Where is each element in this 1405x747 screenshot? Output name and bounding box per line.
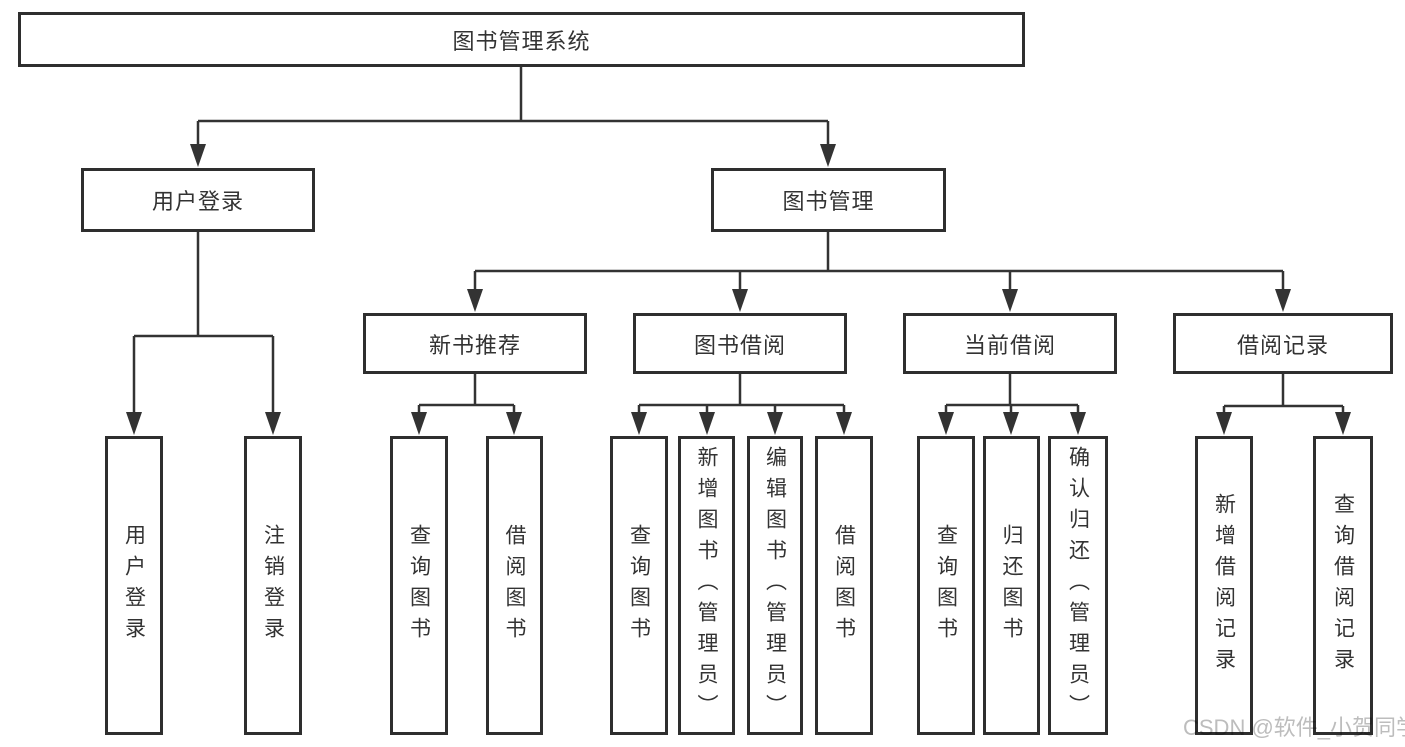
leaf-add-borrow-record-label: 新增借阅记录 [1212, 492, 1236, 679]
leaf-logout-login: 注销登录 [244, 436, 302, 735]
leaf-borrow-books: 借阅图书 [815, 436, 873, 735]
node-root-system-label: 图书管理系统 [452, 28, 591, 54]
connector-recommend-group [417, 374, 516, 414]
leaf-current-query-books-label: 查询图书 [934, 523, 958, 648]
node-user-login-label: 用户登录 [151, 189, 244, 214]
node-book-management-label: 图书管理 [782, 189, 875, 214]
csdn-watermark: CSDN @软件_小贺同学 [1183, 715, 1405, 740]
leaf-borrow-query-books: 查询图书 [610, 436, 668, 735]
node-borrow-records-label: 借阅记录 [1236, 332, 1329, 358]
leaf-query-borrow-record: 查询借阅记录 [1313, 436, 1373, 735]
node-current-borrow: 当前借阅 [903, 313, 1117, 374]
leaf-logout-login-label: 注销登录 [261, 523, 285, 648]
leaf-confirm-return-admin-label: 确认归还（管理员） [1066, 446, 1090, 725]
leaf-borrow-books-label: 借阅图书 [832, 523, 856, 648]
leaf-edit-book-admin-label: 编辑图书（管理员） [763, 446, 787, 725]
leaf-return-book: 归还图书 [983, 436, 1040, 735]
leaf-add-book-admin-label: 新增图书（管理员） [695, 446, 718, 725]
leaf-return-book-label: 归还图书 [1000, 523, 1023, 648]
node-user-login: 用户登录 [81, 168, 315, 232]
node-book-management: 图书管理 [711, 168, 946, 232]
leaf-edit-book-admin: 编辑图书（管理员） [747, 436, 803, 735]
node-book-borrow: 图书借阅 [633, 313, 847, 374]
leaf-add-book-admin: 新增图书（管理员） [678, 436, 735, 735]
leaf-user-login: 用户登录 [105, 436, 163, 735]
connector-root-to-level1 [196, 67, 830, 146]
node-current-borrow-label: 当前借阅 [963, 332, 1056, 358]
leaf-current-query-books: 查询图书 [917, 436, 975, 735]
leaf-recommend-borrow-books: 借阅图书 [486, 436, 543, 735]
node-new-book-recommend: 新书推荐 [363, 313, 587, 374]
node-root-system: 图书管理系统 [18, 12, 1025, 67]
leaf-query-borrow-record-label: 查询借阅记录 [1331, 492, 1355, 679]
leaf-add-borrow-record: 新增借阅记录 [1195, 436, 1253, 735]
leaf-user-login-label: 用户登录 [122, 523, 146, 648]
connector-book-mgmt-group [473, 232, 1285, 291]
connector-user-login-group [132, 232, 275, 414]
node-borrow-records: 借阅记录 [1173, 313, 1393, 374]
leaf-confirm-return-admin: 确认归还（管理员） [1048, 436, 1108, 735]
node-new-book-recommend-label: 新书推荐 [428, 332, 521, 358]
connector-borrow-group [637, 374, 846, 414]
leaf-recommend-borrow-books-label: 借阅图书 [503, 523, 526, 648]
node-book-borrow-label: 图书借阅 [693, 332, 786, 358]
connector-current-group [944, 374, 1080, 414]
leaf-recommend-query-books: 查询图书 [390, 436, 448, 735]
leaf-borrow-query-books-label: 查询图书 [627, 523, 651, 648]
leaf-recommend-query-books-label: 查询图书 [407, 523, 431, 648]
connector-records-group [1222, 374, 1345, 414]
